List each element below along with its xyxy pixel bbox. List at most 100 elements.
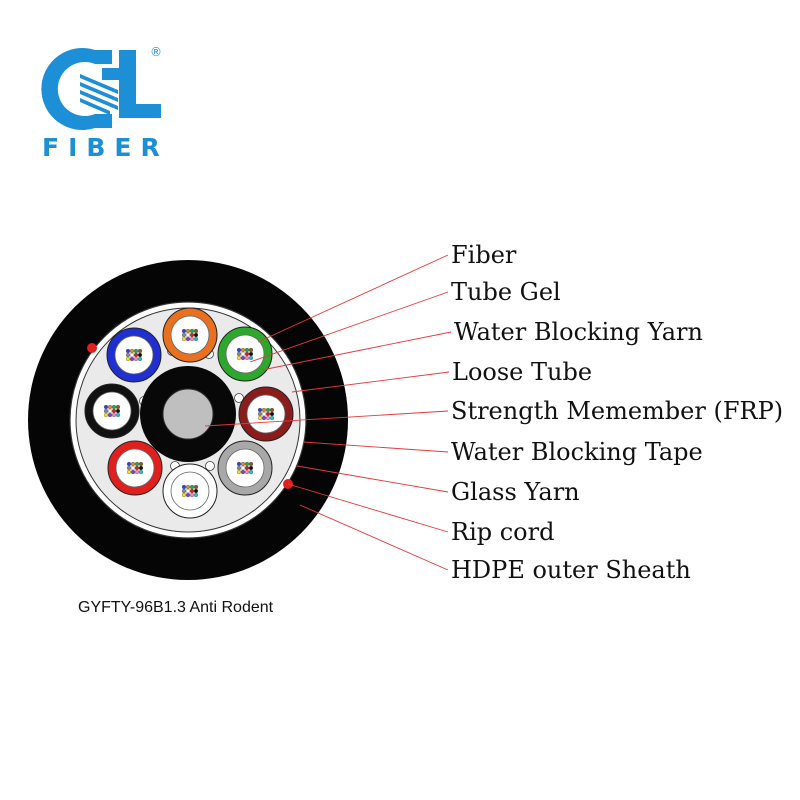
fiber-8 xyxy=(137,352,143,358)
fiber-9 xyxy=(103,412,109,418)
loose-tubes xyxy=(84,307,294,519)
fiber-10 xyxy=(240,355,246,361)
fiber-3 xyxy=(134,461,140,467)
fiber-8 xyxy=(269,411,275,417)
leader-line-7 xyxy=(296,465,449,493)
strength-member-frp xyxy=(162,388,214,440)
label-loose-tube: Loose Tube xyxy=(452,358,592,386)
label-rip-cord: Rip cord xyxy=(451,518,554,546)
fiber-11 xyxy=(244,469,250,475)
fiber-12 xyxy=(193,492,199,498)
fiber-bundle xyxy=(257,407,275,421)
fiber-6 xyxy=(240,351,246,357)
fiber-5 xyxy=(257,411,263,417)
fiber-11 xyxy=(265,415,271,421)
fiber-8 xyxy=(138,465,144,471)
fiber-4 xyxy=(193,328,199,334)
loose-tube-1 xyxy=(162,307,218,363)
fiber-6 xyxy=(107,408,113,414)
fiber-bundle xyxy=(103,404,121,418)
fiber-bundle xyxy=(236,461,254,475)
fiber-5 xyxy=(125,352,131,358)
leader-line-5 xyxy=(204,410,449,427)
fiber-1 xyxy=(126,461,132,467)
fiber-7 xyxy=(134,465,140,471)
fiber-6 xyxy=(185,332,191,338)
diagram-caption: GYFTY-96B1.3 Anti Rodent xyxy=(78,599,274,616)
fiber-4 xyxy=(248,347,254,353)
fiber-9 xyxy=(181,336,187,342)
fiber-bundle xyxy=(181,328,199,342)
fiber-6 xyxy=(130,465,136,471)
fiber-4 xyxy=(193,484,199,490)
leader-line-6 xyxy=(302,441,449,453)
fiber-7 xyxy=(133,352,139,358)
loose-tube-3 xyxy=(238,386,294,442)
fiber-12 xyxy=(115,412,121,418)
fiber-2 xyxy=(185,484,191,490)
loose-tube-6 xyxy=(107,440,163,496)
fiber-9 xyxy=(181,492,187,498)
fiber-10 xyxy=(185,492,191,498)
loose-tube-7 xyxy=(84,383,140,439)
fiber-bundle xyxy=(125,348,143,362)
loose-tube-5 xyxy=(162,463,218,519)
fiber-4 xyxy=(269,407,275,413)
fiber-2 xyxy=(130,461,136,467)
fiber-2 xyxy=(240,461,246,467)
logo-brand-word: FIBER xyxy=(42,133,169,162)
fiber-7 xyxy=(265,411,271,417)
fiber-11 xyxy=(134,469,140,475)
fiber-10 xyxy=(261,415,267,421)
fiber-3 xyxy=(265,407,271,413)
fiber-12 xyxy=(269,415,275,421)
fiber-10 xyxy=(107,412,113,418)
fiber-12 xyxy=(138,469,144,475)
fiber-1 xyxy=(236,461,242,467)
fiber-bundle xyxy=(126,461,144,475)
fiber-10 xyxy=(185,336,191,342)
fiber-8 xyxy=(193,488,199,494)
fiber-7 xyxy=(244,351,250,357)
company-logo: ® FIBER xyxy=(41,45,169,162)
fiber-12 xyxy=(137,356,143,362)
fiber-4 xyxy=(115,404,121,410)
fiber-10 xyxy=(240,469,246,475)
fiber-7 xyxy=(111,408,117,414)
fiber-4 xyxy=(138,461,144,467)
fiber-12 xyxy=(248,469,254,475)
fiber-1 xyxy=(181,328,187,334)
leader-lines xyxy=(204,254,452,571)
fiber-1 xyxy=(103,404,109,410)
label-glass-yarn: Glass Yarn xyxy=(451,478,580,506)
fiber-1 xyxy=(257,407,263,413)
fiber-8 xyxy=(115,408,121,414)
fiber-12 xyxy=(193,336,199,342)
label-water-blocking-tape: Water Blocking Tape xyxy=(451,438,703,466)
fiber-8 xyxy=(193,332,199,338)
leader-line-4 xyxy=(291,371,450,393)
fiber-3 xyxy=(244,347,250,353)
fiber-3 xyxy=(133,348,139,354)
fiber-9 xyxy=(257,415,263,421)
fiber-2 xyxy=(129,348,135,354)
fiber-1 xyxy=(236,347,242,353)
cable-cross-section xyxy=(28,260,348,580)
fiber-5 xyxy=(181,488,187,494)
leader-line-8 xyxy=(287,483,449,533)
leader-line-9 xyxy=(299,504,449,571)
fiber-11 xyxy=(111,412,117,418)
label-fiber: Fiber xyxy=(451,241,517,269)
fiber-9 xyxy=(126,469,132,475)
label-water-blocking-yarn: Water Blocking Yarn xyxy=(454,318,703,346)
fiber-10 xyxy=(129,356,135,362)
fiber-5 xyxy=(236,465,242,471)
fiber-9 xyxy=(236,469,242,475)
fiber-7 xyxy=(189,332,195,338)
loose-tube-2 xyxy=(217,326,273,382)
registered-mark: ® xyxy=(150,45,162,59)
fiber-11 xyxy=(244,355,250,361)
fiber-2 xyxy=(240,347,246,353)
fiber-11 xyxy=(189,492,195,498)
fiber-6 xyxy=(261,411,267,417)
